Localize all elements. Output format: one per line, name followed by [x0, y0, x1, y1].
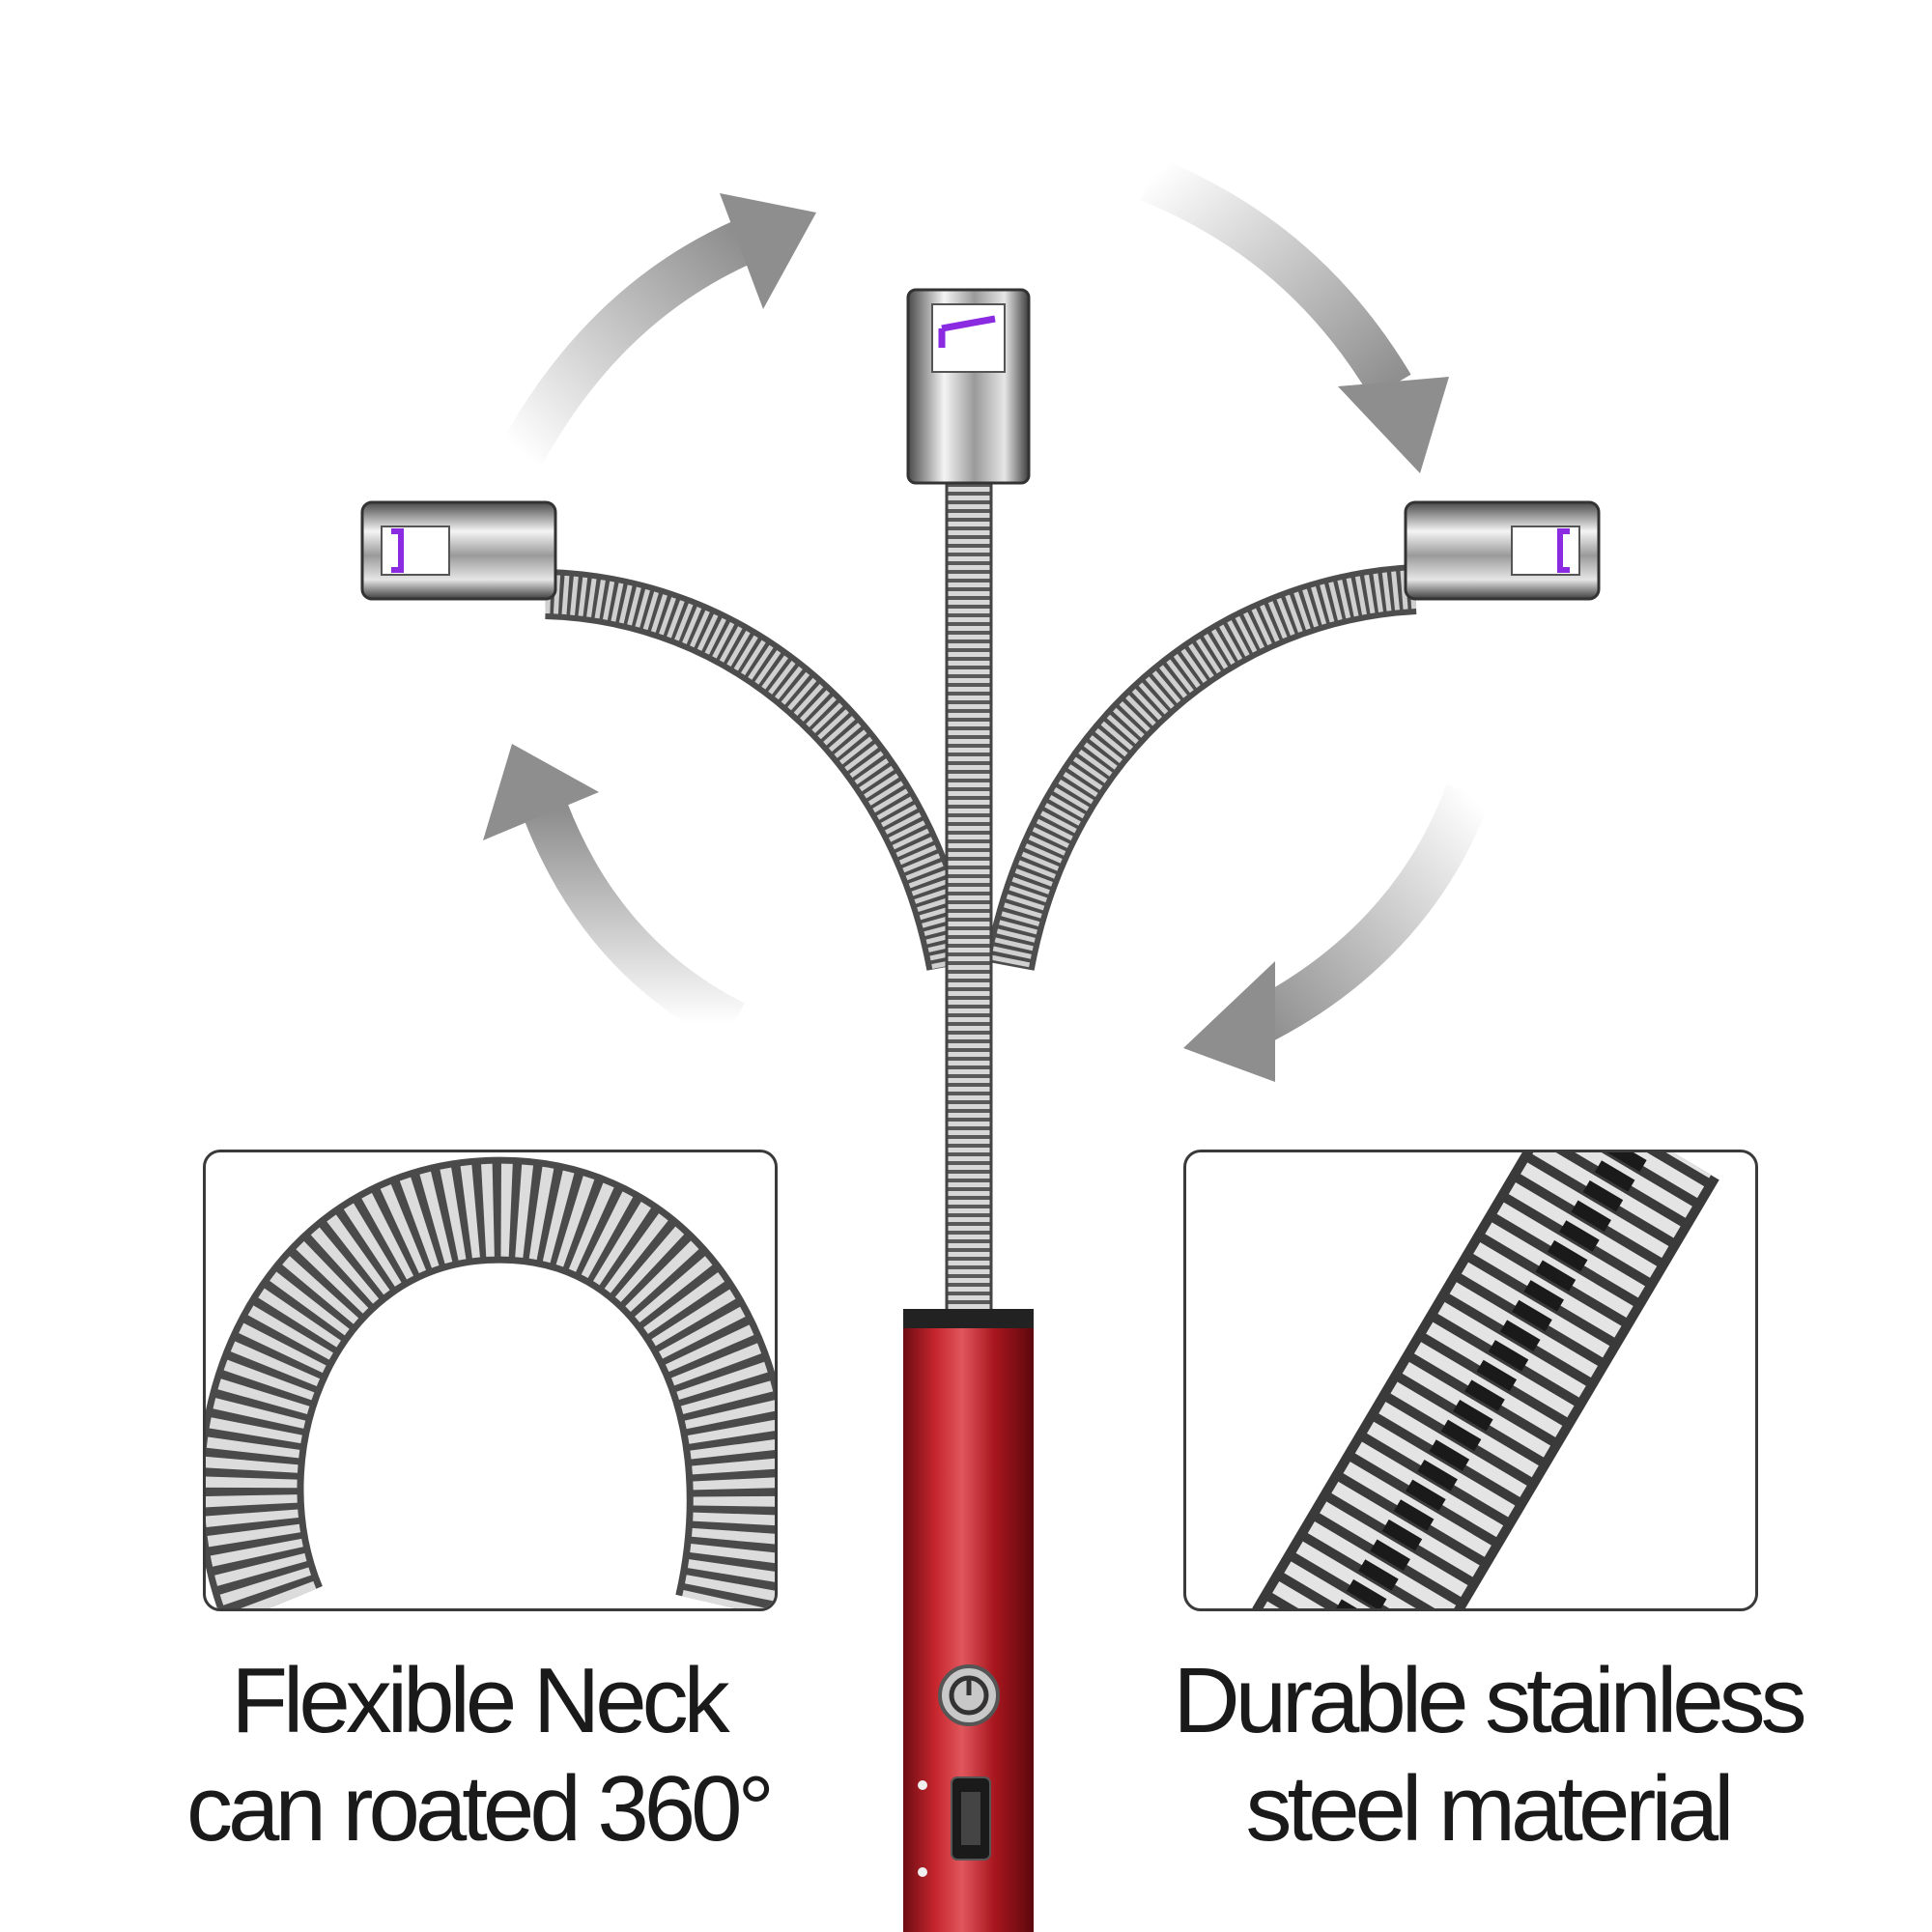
rotate-arrow-icon — [1140, 156, 1449, 473]
caption-line: steel material — [1245, 1757, 1735, 1861]
caption-line: can roated 360° — [186, 1757, 775, 1861]
feature-caption-flexible-neck: Flexible Neck can roated 360° — [130, 1647, 826, 1863]
lighter-head-center — [906, 288, 1031, 485]
flexible-neck-center — [945, 476, 993, 1321]
usb-port-icon — [918, 1776, 991, 1877]
rotate-arrow-icon — [500, 193, 816, 466]
flexible-neck-left — [545, 569, 977, 971]
lighter-head-right — [1404, 500, 1601, 601]
rotate-arrow-icon — [1183, 783, 1491, 1082]
power-button-icon — [938, 1664, 1000, 1726]
steel-closeup-inset — [1183, 1150, 1758, 1611]
caption-line: Durable stainless — [1173, 1649, 1806, 1752]
flexible-neck-right — [984, 564, 1417, 971]
feature-caption-stainless-steel: Durable stainless steel material — [1140, 1647, 1835, 1863]
lighter-head-left — [360, 500, 557, 601]
rotate-arrow-icon — [483, 744, 745, 1045]
caption-line: Flexible Neck — [231, 1649, 729, 1752]
coiled-neck-inset — [203, 1150, 778, 1611]
